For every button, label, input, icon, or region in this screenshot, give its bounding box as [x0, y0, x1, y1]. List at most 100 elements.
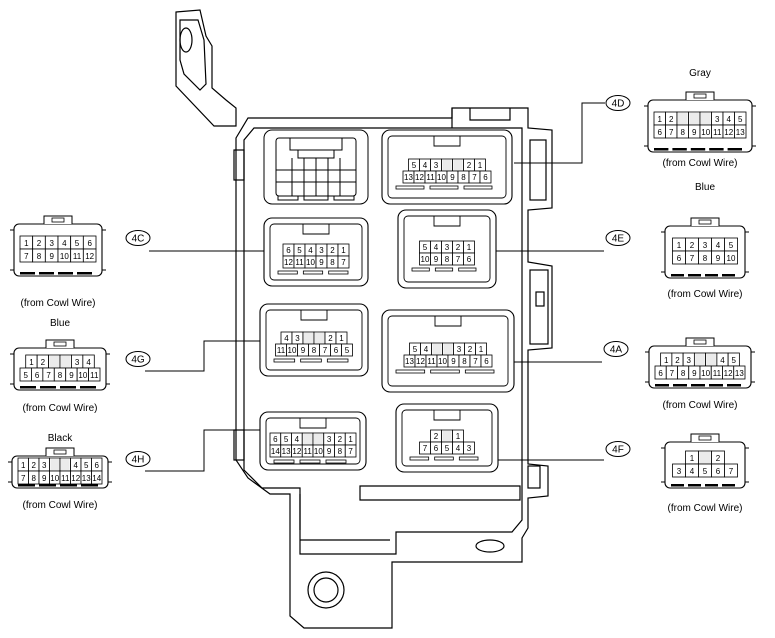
block-4H-blank-pin [314, 434, 323, 444]
connector-key [39, 484, 56, 487]
connector-4A-pin-number: 12 [724, 369, 733, 378]
block-4E-pin-number: 10 [421, 255, 430, 264]
connector-key [80, 386, 96, 389]
connector-4G-pin-number: 4 [86, 358, 91, 367]
connector-4C-pin-number: 5 [75, 239, 80, 248]
connector-tag-label: 4D [612, 99, 625, 110]
connector-4A-pin-number: 5 [732, 356, 737, 365]
connector-latch-slot [698, 219, 712, 225]
block-4D-pin-number: 9 [450, 173, 455, 182]
connector-4A-pin-number: 4 [720, 356, 725, 365]
connector-4C-pin-number: 7 [24, 252, 29, 261]
leader-4H [145, 429, 262, 472]
connector-tag-label: 4E [612, 234, 625, 245]
block-4H-blank-pin [303, 434, 312, 444]
connector-4A-pin-number: 9 [692, 369, 697, 378]
block-4D-pin-number: 5 [412, 161, 417, 170]
connector-4G-blank-pin [61, 356, 71, 367]
connector-4H-pin-number: 10 [50, 474, 59, 483]
connector-caption: (from Cowl Wire) [21, 298, 96, 309]
connector-4C-pin-cell [82, 248, 97, 263]
block-4H-pin-cell [344, 444, 357, 458]
block-4G-pin-number: 4 [284, 334, 289, 343]
block-4E-pin-number: 5 [423, 243, 428, 252]
block-4C-pin-cell [337, 255, 350, 269]
connector-4C-pin-number: 1 [24, 239, 29, 248]
connector-4F-pin-cell [724, 463, 738, 478]
connector-4C-pin-number: 11 [73, 252, 82, 261]
block-4D-pin-number: 1 [478, 161, 483, 170]
block-4H-pin-number: 1 [348, 435, 353, 444]
connector-4A-pin-cell [733, 365, 746, 380]
connector-key [20, 272, 35, 275]
block-4H-pin-number: 9 [327, 447, 332, 456]
connector-key [671, 274, 684, 277]
block-4C-pin-number: 5 [297, 246, 302, 255]
block-4F-pin-number: 3 [467, 444, 472, 453]
block-4D-pin-number: 2 [467, 161, 472, 170]
block-4C-pin-number: 12 [284, 258, 293, 267]
block-4C-pin-number: 8 [330, 258, 335, 267]
block-4C-pin-number: 6 [286, 246, 291, 255]
block-4A-pin-number: 8 [462, 357, 467, 366]
connector-tag-4F: 4F [605, 441, 631, 457]
block-4E-pin-number: 3 [445, 243, 450, 252]
block-socket-key [430, 369, 460, 374]
connector-4E-pin-number: 8 [703, 254, 708, 263]
block-4C-pin-number: 3 [319, 246, 324, 255]
connector-tag-label: 4G [131, 355, 145, 366]
connector-color-label: Black [48, 433, 73, 444]
block-4D-blank-pin [453, 160, 463, 170]
connector-4F-pin-number: 4 [690, 467, 695, 476]
block-socket-inner [387, 315, 509, 387]
connector-4F-pin-number: 2 [716, 454, 721, 463]
connector-4H-pin-number: 14 [92, 474, 101, 483]
connector-4C-pin-number: 6 [87, 239, 92, 248]
block-4D-pin-number: 6 [483, 173, 488, 182]
block-socket-key [328, 270, 349, 275]
connector-4H-pin-number: 3 [42, 461, 47, 470]
block-4E-pin-number: 1 [467, 243, 472, 252]
block-4C-pin-number: 11 [295, 258, 304, 267]
connector-4G-pin-number: 9 [69, 371, 74, 380]
connector-4H-pin-number: 7 [21, 474, 26, 483]
connector-latch-slot [51, 217, 65, 223]
block-4H-pin-number: 11 [303, 447, 312, 456]
connector-latch [45, 447, 75, 456]
block-4G-blank-pin [304, 333, 313, 343]
connector-4D-pin-number: 6 [658, 128, 663, 137]
connector-4D-pin-number: 8 [681, 128, 686, 137]
block-4D-pin-number: 10 [437, 173, 446, 182]
connector-ribs [644, 105, 756, 147]
block-socket-latch [300, 310, 328, 321]
connector-tag-label: 4H [132, 455, 145, 466]
block-socket-key [458, 267, 477, 272]
block-4D-pin-number: 11 [426, 173, 435, 182]
connector-4G-pin-number: 5 [23, 371, 28, 380]
connector-key [60, 386, 76, 389]
connector-key [690, 148, 706, 151]
connector-4H-pin-number: 11 [61, 474, 70, 483]
connector-latch [690, 433, 720, 442]
connector-4E-pin-number: 7 [690, 254, 695, 263]
connector-latch-slot [693, 93, 707, 99]
connector-key [709, 148, 724, 151]
connector-4G-blank-pin [49, 356, 59, 367]
connector-tag-4G: 4G [125, 351, 151, 367]
block-4E-pin-number: 9 [434, 255, 439, 264]
connector-4A-blank-pin [695, 354, 705, 365]
block-socket-inner [387, 135, 507, 199]
block-4A-pin-number: 5 [413, 345, 418, 354]
block-socket-inner [265, 309, 363, 371]
block-socket-inner [403, 215, 491, 283]
connector-key [722, 274, 735, 277]
block-socket-latch [434, 316, 462, 327]
block-4A-pin-number: 6 [484, 357, 489, 366]
connector-key [673, 384, 687, 387]
connector-tag-oval [603, 341, 629, 357]
block-4E-pin-number: 8 [445, 255, 450, 264]
block-4A-blank-pin [432, 344, 442, 354]
